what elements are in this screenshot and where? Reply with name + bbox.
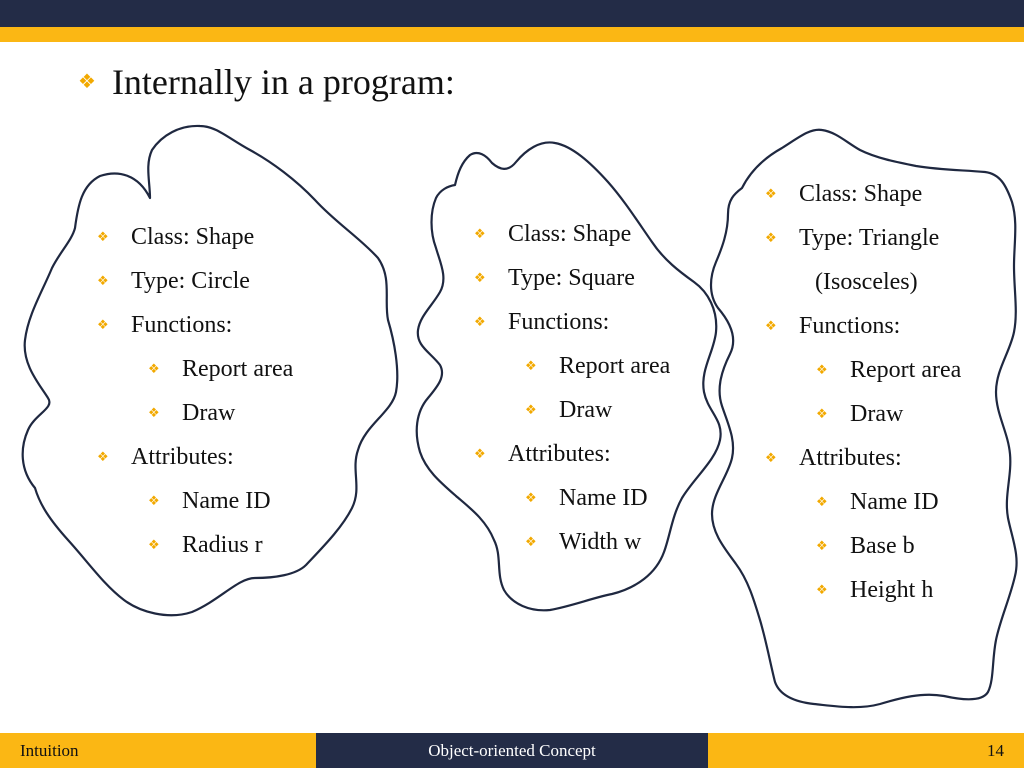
bullet-text: Draw [850, 401, 904, 427]
slide-title-row: ❖ Internally in a program: [78, 64, 455, 100]
bullet-text: Draw [559, 397, 613, 423]
bullet-item: (Isosceles) [765, 260, 961, 304]
bullet-item: ❖ Attributes: [765, 436, 961, 480]
bullet-item: ❖ Name ID [97, 479, 293, 523]
bullet-item: ❖ Class: Shape [474, 212, 670, 256]
bullet-text: Radius r [182, 532, 263, 558]
bullet-item: ❖ Height h [765, 568, 961, 612]
square-blob-outline [415, 141, 722, 612]
bullet-item: ❖ Name ID [765, 480, 961, 524]
bullet-text: Class: Shape [799, 181, 923, 207]
diamond-bullet-icon: ❖ [97, 317, 109, 332]
triangle-blob-outline [709, 128, 1018, 709]
diamond-bullet-icon: ❖ [97, 229, 109, 244]
diamond-bullet-icon: ❖ [474, 446, 486, 461]
header-navy-bar [0, 0, 1024, 27]
diamond-bullet-icon: ❖ [816, 582, 828, 597]
bullet-text: Class: Shape [508, 221, 632, 247]
bullet-text: (Isosceles) [815, 269, 918, 295]
diamond-bullet-icon: ❖ [78, 71, 96, 93]
diamond-bullet-icon: ❖ [474, 226, 486, 241]
diamond-bullet-icon: ❖ [474, 270, 486, 285]
diamond-bullet-icon: ❖ [148, 361, 160, 376]
diamond-bullet-icon: ❖ [765, 230, 777, 245]
header-gold-bar [0, 27, 1024, 42]
bullet-text: Functions: [508, 309, 610, 335]
bullet-text: Report area [850, 357, 962, 383]
diamond-bullet-icon: ❖ [474, 314, 486, 329]
diamond-bullet-icon: ❖ [525, 402, 537, 417]
bullet-item: ❖ Type: Triangle [765, 216, 961, 260]
bullet-item: ❖ Type: Circle [97, 259, 293, 303]
diamond-bullet-icon: ❖ [148, 493, 160, 508]
diamond-bullet-icon: ❖ [816, 406, 828, 421]
bullet-item: ❖ Report area [765, 348, 961, 392]
square-blob-list: ❖ Class: Shape ❖ Type: Square ❖ Functions: ❖ Re… [474, 212, 670, 564]
bullet-text: Name ID [850, 489, 939, 515]
bullet-item: ❖ Class: Shape [97, 215, 293, 259]
bullet-item: ❖ Functions: [97, 303, 293, 347]
bullet-text: Type: Triangle [799, 225, 940, 251]
bullet-text: Type: Circle [131, 268, 250, 294]
footer-page-number: 14 [708, 733, 1024, 768]
circle-blob-outline [21, 124, 399, 617]
bullet-text: Functions: [131, 312, 233, 338]
bullet-text: Base b [850, 533, 915, 559]
bullet-item: ❖ Base b [765, 524, 961, 568]
bullet-item: ❖ Draw [97, 391, 293, 435]
bullet-text: Attributes: [799, 445, 902, 471]
bullet-item: ❖ Report area [474, 344, 670, 388]
bullet-item: ❖ Width w [474, 520, 670, 564]
bullet-item: ❖ Report area [97, 347, 293, 391]
bullet-item: ❖ Functions: [765, 304, 961, 348]
diamond-bullet-icon: ❖ [148, 537, 160, 552]
bullet-text: Name ID [559, 485, 648, 511]
diamond-bullet-icon: ❖ [97, 273, 109, 288]
bullet-text: Type: Square [508, 265, 635, 291]
triangle-blob-list: ❖ Class: Shape ❖ Type: Triangle (Isosceles) ❖… [765, 172, 961, 612]
diamond-bullet-icon: ❖ [765, 450, 777, 465]
bullet-text: Draw [182, 400, 236, 426]
bullet-item: ❖ Class: Shape [765, 172, 961, 216]
bullet-item: ❖ Functions: [474, 300, 670, 344]
bullet-item: ❖ Attributes: [474, 432, 670, 476]
bullet-text: Report area [182, 356, 294, 382]
circle-blob-list: ❖ Class: Shape ❖ Type: Circle ❖ Functions: ❖ Re… [97, 215, 293, 567]
diamond-bullet-icon: ❖ [525, 490, 537, 505]
bullet-text: Height h [850, 577, 934, 603]
diamond-bullet-icon: ❖ [525, 358, 537, 373]
bullet-item: ❖ Attributes: [97, 435, 293, 479]
bullet-item: ❖ Radius r [97, 523, 293, 567]
diamond-bullet-icon: ❖ [765, 318, 777, 333]
bullet-item: ❖ Draw [765, 392, 961, 436]
slide-footer: Intuition Object-oriented Concept 14 [0, 733, 1024, 768]
diamond-bullet-icon: ❖ [816, 538, 828, 553]
slide-title: Internally in a program: [111, 62, 455, 102]
bullet-text: Class: Shape [131, 224, 255, 250]
diamond-bullet-icon: ❖ [765, 186, 777, 201]
diamond-bullet-icon: ❖ [97, 449, 109, 464]
bullet-text: Width w [559, 529, 642, 555]
bullet-text: Attributes: [131, 444, 234, 470]
bullet-text: Attributes: [508, 441, 611, 467]
bullet-item: ❖ Name ID [474, 476, 670, 520]
diamond-bullet-icon: ❖ [148, 405, 160, 420]
footer-presentation-title: Object-oriented Concept [316, 733, 708, 768]
footer-section-label: Intuition [0, 733, 316, 768]
bullet-text: Functions: [799, 313, 901, 339]
diamond-bullet-icon: ❖ [816, 362, 828, 377]
bullet-item: ❖ Type: Square [474, 256, 670, 300]
bullet-item: ❖ Draw [474, 388, 670, 432]
bullet-text: Report area [559, 353, 671, 379]
diamond-bullet-icon: ❖ [816, 494, 828, 509]
diamond-bullet-icon: ❖ [525, 534, 537, 549]
bullet-text: Name ID [182, 488, 271, 514]
